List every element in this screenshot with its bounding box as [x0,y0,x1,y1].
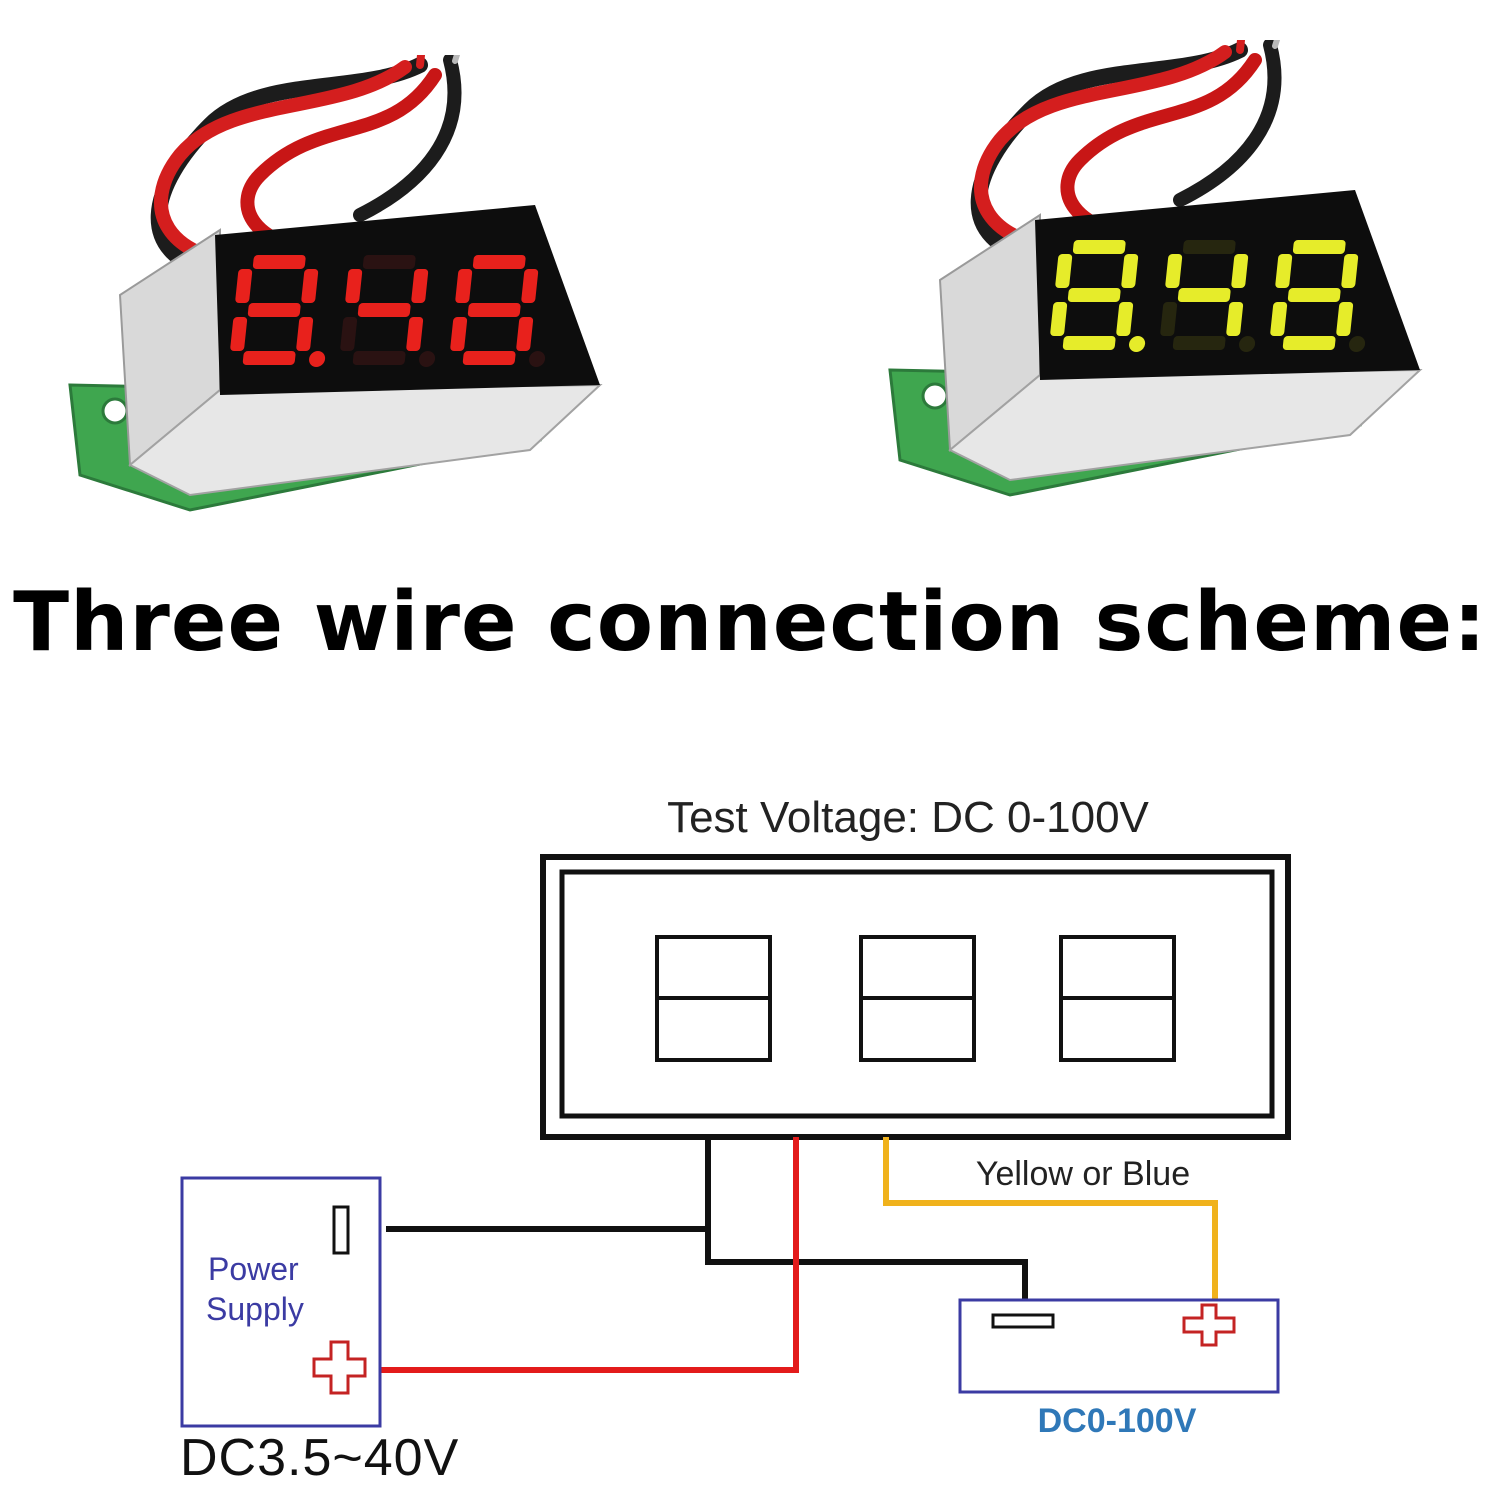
power-supply-plus-icon [312,1340,367,1395]
digit-2 [340,255,436,367]
segment-d [462,351,516,365]
segment-f [235,269,253,303]
black-wire [386,1137,1028,1300]
segment-g [357,303,411,317]
segment-c [1116,302,1134,336]
yellow-wire [883,1137,1218,1305]
segment-d [1282,336,1336,350]
segment-e [1160,302,1178,336]
housing-bottom [128,383,603,497]
digits-group [1050,240,1366,352]
yellow-or-blue-label: Yellow or Blue [976,1155,1190,1193]
digit-1 [230,255,326,367]
measured-source-minus-icon [991,1313,1055,1329]
segment-g [467,303,521,317]
segment-a [1292,240,1346,254]
decimal-point [1129,336,1146,352]
decimal-point [309,351,326,367]
page-title: Three wire connection scheme: [13,575,1487,670]
segment-f [1055,254,1073,288]
segment-g [247,303,301,317]
power-supply-minus-terminal [332,1205,350,1255]
red-wire [380,1137,799,1373]
test-voltage-label: Test Voltage: DC 0-100V [667,793,1149,842]
segment-f [1275,254,1293,288]
digits-group [230,255,546,367]
measured-source-label: DC0-100V [1038,1402,1197,1440]
segment-c [516,317,534,351]
digit-2 [1160,240,1256,352]
segment-g [1287,288,1341,302]
segment-d [242,351,296,365]
segment-d [352,351,406,365]
segment-f [1165,254,1183,288]
segment-b [521,269,539,303]
voltmeter-module-yellow [888,40,1423,497]
segment-e [450,317,468,351]
segment-c [1226,302,1244,336]
segment-d [1172,336,1226,350]
segment-c [296,317,314,351]
digit-outline-3 [1059,935,1176,1062]
decimal-point [1239,336,1256,352]
display-face [215,205,600,395]
segment-b [1231,254,1249,288]
segment-a [1182,240,1236,254]
segment-a [472,255,526,269]
digit-outline-2 [859,935,976,1062]
segment-f [455,269,473,303]
voltmeter-module-red [68,55,603,512]
segment-e [230,317,248,351]
digit-1 [1050,240,1146,352]
measured-source-plus-icon [1182,1303,1236,1347]
digit-outline-1 [655,935,772,1062]
mounting-hole [921,382,949,410]
digit-3 [450,255,546,367]
segment-e [1270,302,1288,336]
power-supply-label-line2: Supply [206,1291,304,1327]
segment-d [1062,336,1116,350]
meter-inner-outline [559,869,1275,1119]
digit-3 [1270,240,1366,352]
segment-b [1341,254,1359,288]
decimal-point [1349,336,1366,352]
decimal-point [529,351,546,367]
wiring-diagram: Test Voltage: DC 0-100V Yellow or Blue [180,793,1291,1487]
segment-e [340,317,358,351]
segment-a [362,255,416,269]
segment-e [1050,302,1068,336]
segment-c [1336,302,1354,336]
segment-b [411,269,429,303]
segment-f [345,269,363,303]
segment-b [1121,254,1139,288]
segment-b [301,269,319,303]
power-supply-voltage-label: DC3.5~40V [180,1429,459,1487]
mounting-hole [101,397,129,425]
segment-g [1067,288,1121,302]
decimal-point [419,351,436,367]
segment-a [1072,240,1126,254]
segment-c [406,317,424,351]
segment-g [1177,288,1231,302]
segment-a [252,255,306,269]
display-face [1035,190,1420,380]
power-supply-label-line1: Power [208,1251,299,1287]
housing-bottom [948,368,1423,482]
